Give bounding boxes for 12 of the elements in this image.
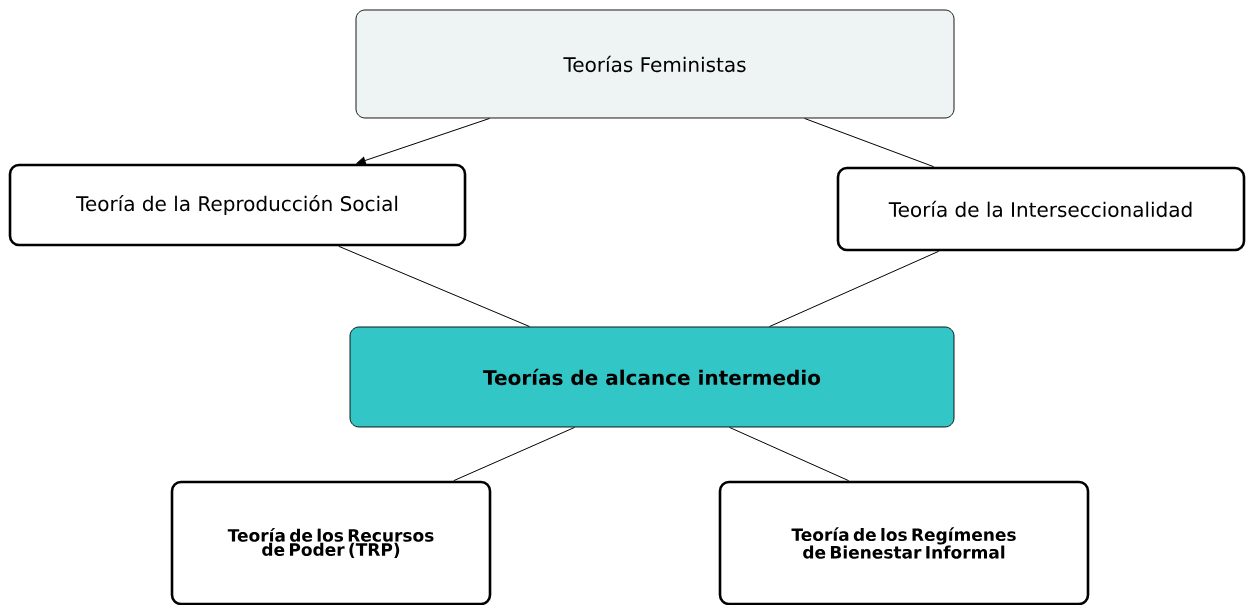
- connector: [769, 250, 940, 328]
- connector: [729, 426, 850, 482]
- theory-box: Teoría de los Regímenes de Bienestar Informal: [718, 480, 1090, 605]
- connector: [356, 117, 491, 165]
- connector: [453, 426, 576, 482]
- theory-box: Teoría de los Recursos de Poder (TRP): [170, 480, 492, 605]
- connector: [338, 245, 531, 328]
- central-box: Teorías de alcance intermedio: [349, 326, 955, 428]
- title-box: Teorías Feministas: [355, 9, 955, 119]
- connector: [804, 117, 935, 168]
- theory-box: Teoría de la Interseccionalidad: [836, 166, 1246, 252]
- theory-box: Teoría de la Reproducción Social: [8, 163, 467, 247]
